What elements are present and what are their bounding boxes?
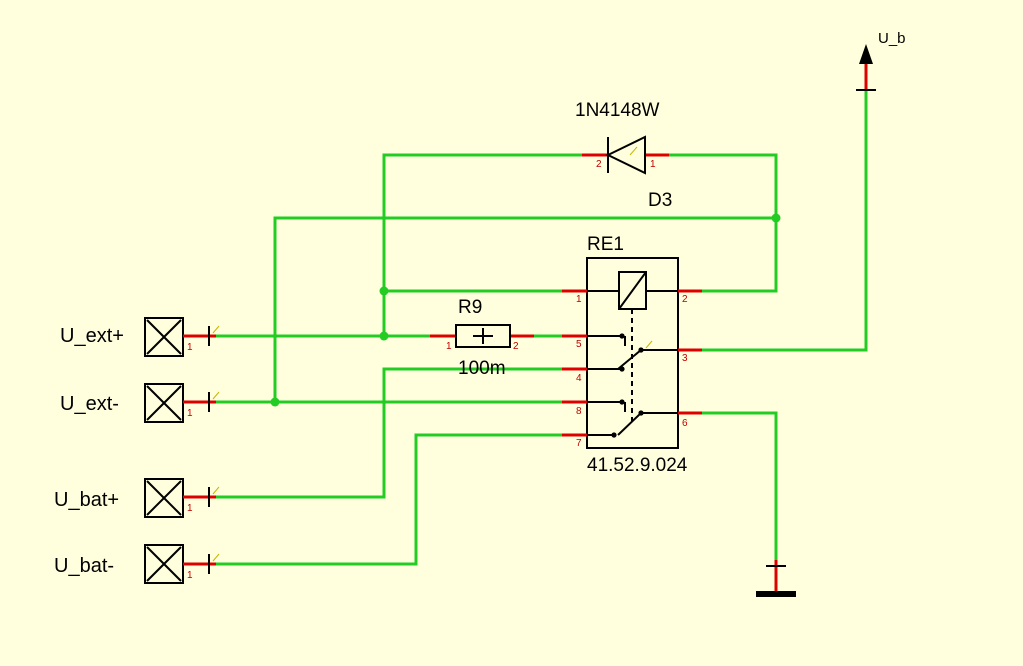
pin-number: 4 bbox=[576, 373, 582, 384]
pin-number: 3 bbox=[682, 353, 688, 364]
connector-cross bbox=[146, 385, 182, 421]
pin-number: 6 bbox=[682, 418, 688, 429]
supply-arrow-icon bbox=[859, 44, 873, 64]
connector-u-ext-minus: U_ext- 1 bbox=[60, 383, 220, 423]
contact-blade bbox=[617, 412, 642, 436]
pin-number: 1 bbox=[187, 408, 193, 419]
wire-relay6-gnd bbox=[702, 411, 778, 560]
relay-part: 41.52.9.024 bbox=[587, 455, 688, 476]
pin-tick bbox=[629, 146, 638, 156]
pin-number: 1 bbox=[187, 342, 193, 353]
pin-number: 2 bbox=[596, 159, 602, 170]
connector-cross bbox=[146, 319, 182, 355]
wire-ext-minus-loop bbox=[273, 216, 776, 402]
resistor-r9: R9 100m 1 2 bbox=[430, 297, 534, 379]
pin-tick bbox=[212, 325, 220, 334]
pin-number: 1 bbox=[446, 341, 452, 352]
connector-label: U_ext+ bbox=[60, 325, 124, 347]
pin-tick bbox=[645, 340, 653, 349]
contact-blade bbox=[617, 349, 642, 370]
connector-u-bat-plus: U_bat+ 1 bbox=[54, 478, 220, 518]
relay-coil-diag bbox=[618, 271, 647, 310]
junction-dot bbox=[771, 213, 781, 223]
wire-diode-right bbox=[669, 153, 778, 293]
resistor-value: 100m bbox=[458, 358, 506, 379]
contact-dot bbox=[611, 432, 617, 438]
connector-label: U_bat- bbox=[54, 555, 114, 577]
ground-symbol bbox=[756, 560, 796, 597]
pin-number: 1 bbox=[576, 294, 582, 305]
pin-tick bbox=[212, 486, 220, 495]
junction-dot bbox=[270, 397, 280, 407]
junction-dot bbox=[379, 331, 389, 341]
diode-ref: D3 bbox=[648, 190, 672, 211]
pin-number: 5 bbox=[576, 339, 582, 350]
diode-d3: 1N4148W D3 2 1 bbox=[575, 100, 672, 211]
diode-value: 1N4148W bbox=[575, 100, 660, 121]
pin-tick bbox=[212, 553, 220, 562]
connector-cross bbox=[146, 546, 182, 582]
pin-tick bbox=[212, 391, 220, 400]
relay-body bbox=[586, 257, 679, 449]
wire-relay3-ub bbox=[702, 90, 868, 352]
junction-dot bbox=[379, 286, 389, 296]
pin-number: 8 bbox=[576, 406, 582, 417]
diode-triangle bbox=[605, 135, 646, 175]
resistor-body bbox=[455, 324, 511, 348]
wire-bat-minus bbox=[216, 433, 562, 566]
ground-bar-icon bbox=[756, 591, 796, 597]
pin-number: 2 bbox=[513, 341, 519, 352]
wire-bat-plus bbox=[216, 367, 562, 499]
connector-label: U_ext- bbox=[60, 393, 119, 415]
connector-cross bbox=[146, 480, 182, 516]
connector-u-bat-minus: U_bat- 1 bbox=[54, 544, 220, 584]
connector-label: U_bat+ bbox=[54, 489, 119, 511]
connector-u-ext-plus: U_ext+ 1 bbox=[60, 317, 220, 357]
wire-diode-top bbox=[382, 153, 582, 336]
relay-ref: RE1 bbox=[587, 234, 624, 255]
wires bbox=[216, 90, 868, 566]
contact-dot bbox=[619, 333, 625, 339]
pin-number: 1 bbox=[650, 159, 656, 170]
pin-number: 1 bbox=[187, 503, 193, 514]
contact-dot bbox=[619, 399, 625, 405]
supply-label: U_b bbox=[878, 30, 906, 47]
pin-number: 1 bbox=[187, 570, 193, 581]
resistor-ref: R9 bbox=[458, 297, 482, 318]
supply-u-b: U_b bbox=[856, 30, 906, 91]
pin-number: 7 bbox=[576, 438, 582, 449]
relay-re1: RE1 41.52.9.024 bbox=[562, 234, 702, 476]
pin-number: 2 bbox=[682, 294, 688, 305]
